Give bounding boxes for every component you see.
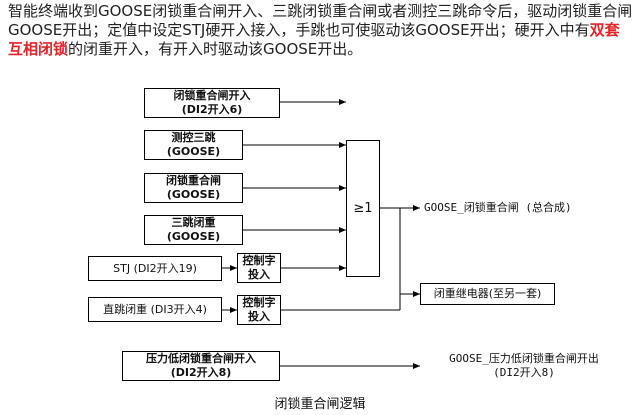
description-highlight: 双套互相闭锁 bbox=[8, 21, 620, 58]
input-lock-reclose-line2: (DI2开入6) bbox=[181, 103, 243, 116]
diagram-caption: 闭锁重合闸逻辑 bbox=[274, 397, 366, 412]
control-word-1-line2: 投入 bbox=[248, 268, 270, 281]
control-word-box-2: 控制字 投入 bbox=[237, 295, 281, 325]
input-pressure-low-box: 压力低闭锁重合闸开入 (DI2开入8) bbox=[122, 351, 280, 381]
control-word-box-1: 控制字 投入 bbox=[237, 253, 281, 283]
input-three-trip-box: 三跳闭重 (GOOSE) bbox=[144, 215, 243, 245]
input-direct-trip-box: 直跳闭重 (DI3开入4) bbox=[88, 297, 222, 322]
control-word-1-line1: 控制字 bbox=[242, 254, 276, 267]
input-measure-trip-line2: (GOOSE) bbox=[166, 145, 221, 158]
input-three-trip-line1: 三跳闭重 bbox=[171, 216, 216, 229]
input-lock-reclose-box: 闭锁重合闸开入 (DI2开入6) bbox=[144, 88, 280, 118]
output-relay-label: 闭重继电器(至另一套) bbox=[433, 287, 542, 300]
input-pressure-low-line2: (DI2开入8) bbox=[170, 366, 232, 379]
input-lock-reclose-line1: 闭锁重合闸开入 bbox=[173, 89, 251, 102]
description-text-2: 的闭重开入，有开入时驱动该GOOSE开出。 bbox=[68, 40, 363, 58]
input-stj-box: STJ (DI2开入19) bbox=[88, 256, 222, 281]
input-lock-reclose-goose-box: 闭锁重合闸 (GOOSE) bbox=[144, 173, 243, 203]
input-direct-trip-label: 直跳闭重 (DI3开入4) bbox=[103, 302, 207, 316]
description-text-1: 智能终端收到GOOSE闭锁重合闸开入、三跳闭锁重合闸或者测控三跳命令后，驱动闭锁… bbox=[8, 2, 633, 39]
output-goose-pressure-label: GOOSE_压力低闭锁重合闸开出 (DI2开入8) bbox=[424, 352, 624, 380]
output-goose-pressure-line2: (DI2开入8) bbox=[493, 366, 555, 379]
input-three-trip-line2: (GOOSE) bbox=[166, 230, 221, 243]
input-stj-label: STJ (DI2开入19) bbox=[113, 261, 197, 275]
or-gate-box: ≥1 bbox=[346, 140, 380, 277]
input-lock-reclose-goose-line1: 闭锁重合闸 bbox=[166, 174, 221, 187]
output-goose-lock-reclose-label: GOOSE_闭锁重合闸 (总合成) bbox=[424, 201, 572, 214]
control-word-2-line2: 投入 bbox=[248, 310, 270, 323]
or-gate-label: ≥1 bbox=[353, 200, 373, 216]
description-paragraph: 智能终端收到GOOSE闭锁重合闸开入、三跳闭锁重合闸或者测控三跳命令后，驱动闭锁… bbox=[8, 2, 634, 59]
input-lock-reclose-goose-line2: (GOOSE) bbox=[166, 188, 221, 201]
input-measure-trip-box: 测控三跳 (GOOSE) bbox=[144, 130, 243, 160]
control-word-2-line1: 控制字 bbox=[242, 296, 276, 309]
output-goose-pressure-line1: GOOSE_压力低闭锁重合闸开出 bbox=[449, 352, 599, 365]
output-relay-box: 闭重继电器(至另一套) bbox=[420, 283, 555, 305]
input-pressure-low-line1: 压力低闭锁重合闸开入 bbox=[146, 352, 256, 365]
input-measure-trip-line1: 测控三跳 bbox=[171, 131, 216, 144]
